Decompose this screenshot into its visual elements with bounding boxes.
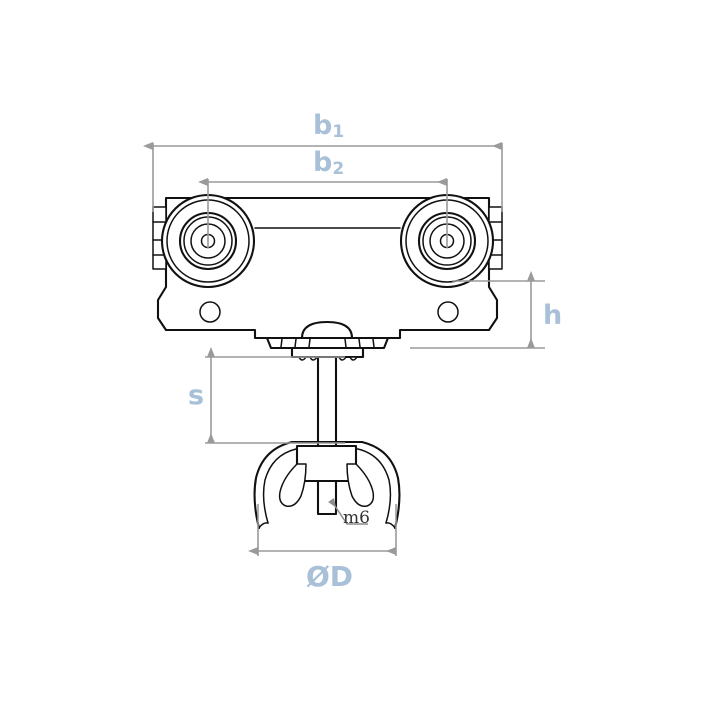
dimension-h xyxy=(410,271,545,349)
dimension-s xyxy=(205,347,345,444)
trolley-part-geometry xyxy=(152,193,503,530)
dimension-b2 xyxy=(198,178,448,248)
hook-assembly xyxy=(253,440,401,530)
body-bolt-hole-right xyxy=(437,301,459,323)
thread-callout-leader xyxy=(328,498,368,525)
hook-stem xyxy=(316,355,338,451)
dimension-annotations xyxy=(143,142,545,556)
swivel-plate-assembly xyxy=(265,320,390,361)
dimension-diameter-d xyxy=(248,504,397,556)
body-bolt-hole-left xyxy=(199,301,221,323)
dimension-b1 xyxy=(143,142,503,212)
